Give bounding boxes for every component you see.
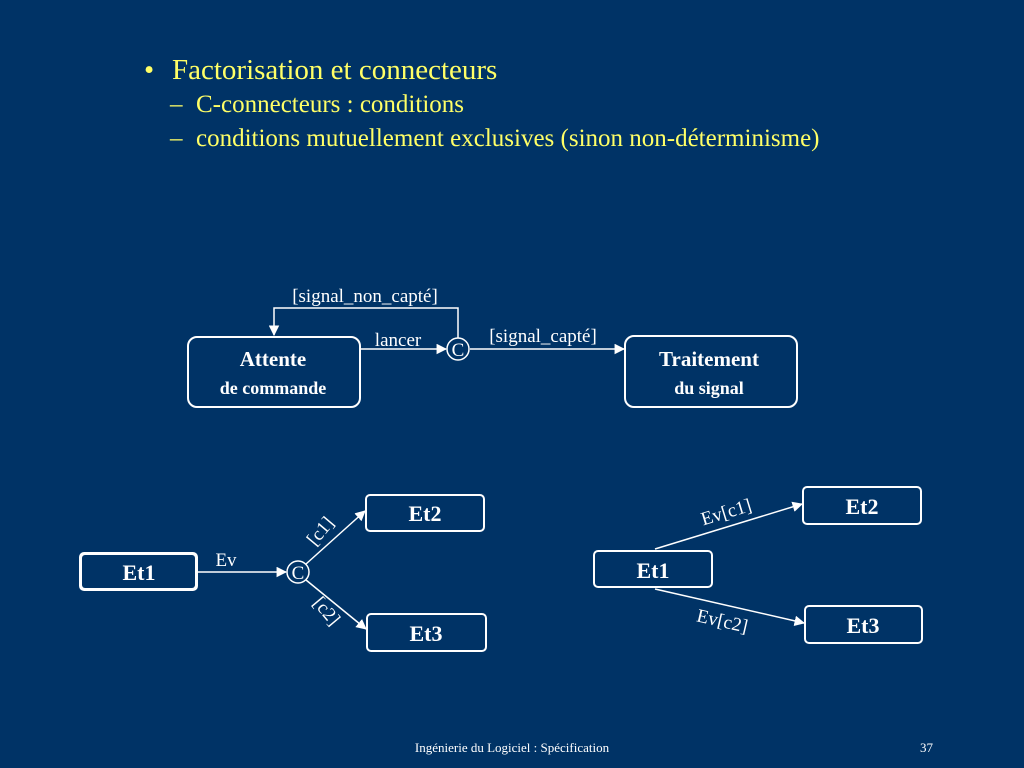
state-attente: [187, 336, 361, 408]
transition-ev-c2: [654, 588, 806, 627]
label-c1: [c1]: [303, 513, 339, 550]
state-attente-title: Attente: [240, 347, 306, 371]
state-et2-label: Et2: [409, 501, 442, 526]
dash-icon: –: [170, 91, 183, 118]
state-et3-label: Et3: [410, 621, 443, 646]
label-signal-non-capte: [signal_non_capté]: [292, 286, 438, 307]
transition-ev-c1: [654, 501, 804, 550]
connector-c-label: C: [292, 563, 305, 584]
diagram-direct: Et1 Et2 Et3 Ev[c1] Ev[c2]: [593, 486, 923, 644]
state-et1-label: Et1: [123, 560, 156, 585]
state-et3-label: Et3: [847, 613, 880, 638]
state-et3: [366, 613, 487, 652]
connector-c-label: C: [452, 340, 465, 361]
state-et1-label: Et1: [637, 558, 670, 583]
bullet-sub-text: C-connecteurs : conditions: [196, 91, 464, 118]
state-attente-subtitle: de commande: [220, 378, 327, 398]
state-traitement-subtitle: du signal: [674, 378, 744, 398]
state-traitement: [624, 335, 798, 408]
transition-c2: [305, 579, 367, 630]
label-ev: Ev: [215, 550, 237, 571]
state-et2-label: Et2: [846, 494, 879, 519]
bullet-sub-2: –conditions mutuellement exclusives (sin…: [144, 122, 820, 156]
label-lancer: lancer: [375, 330, 422, 351]
bullet-sub-text: conditions mutuellement exclusives (sino…: [196, 125, 820, 152]
bullet-dot-icon: •: [144, 54, 155, 86]
state-et2: [365, 494, 485, 532]
diagram-signal: Attente de commande Traitement du signal…: [187, 286, 798, 408]
state-traitement-title: Traitement: [659, 347, 759, 371]
label-c2: [c2]: [308, 593, 344, 630]
connector-c: [286, 560, 310, 584]
state-et1: [593, 550, 713, 588]
footer-title: Ingénierie du Logiciel : Spécification: [414, 740, 610, 755]
bullet-main: • Factorisation et connecteurs: [144, 52, 820, 88]
dash-icon: –: [170, 125, 183, 152]
label-signal-capte: [signal_capté]: [489, 326, 597, 347]
label-ev-c1: Ev[c1]: [699, 495, 755, 530]
label-ev-c2: Ev[c2]: [695, 606, 750, 638]
bullet-list: • Factorisation et connecteurs –C-connect…: [144, 52, 820, 156]
diagram-connector: Et1 Et2 Et3 Ev C [c1] [c2]: [79, 494, 487, 652]
transition-c1: [305, 510, 366, 565]
bullet-main-text: Factorisation et connecteurs: [172, 54, 498, 86]
transition-signal-non-capte: [268, 307, 459, 338]
page-number: 37: [920, 740, 933, 755]
state-et1-inner: [82, 555, 195, 588]
bullet-sub-1: –C-connecteurs : conditions: [144, 88, 820, 122]
